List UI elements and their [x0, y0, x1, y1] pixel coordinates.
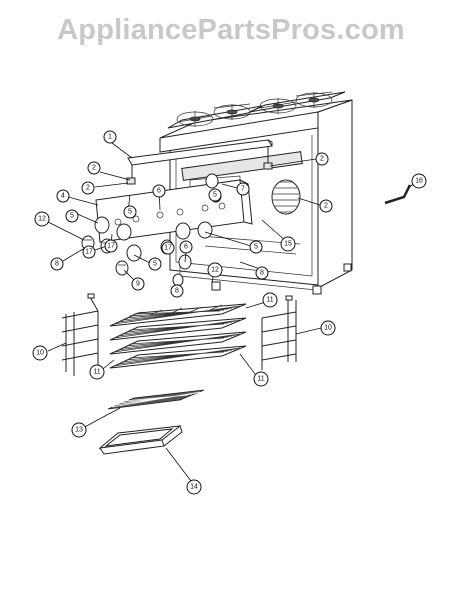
callout-16: 16 [411, 173, 427, 189]
callout-label: 11 [93, 369, 100, 376]
callout-6b: 6 [179, 240, 193, 254]
callout-label: 17 [164, 245, 172, 252]
callout-label: 15 [284, 241, 292, 248]
callout-label: 10 [324, 325, 332, 332]
callout-label: 8 [260, 270, 264, 277]
callout-11a: 11 [89, 364, 105, 380]
callout-label: 5 [70, 213, 74, 220]
callout-5e: 5 [148, 257, 162, 271]
convection-fan [271, 179, 301, 215]
oven-rack-3 [109, 331, 247, 355]
callout-label: 11 [266, 297, 273, 304]
callout-label: 2 [86, 185, 90, 192]
callout-8a: 8 [50, 257, 64, 271]
callout-label: 2 [324, 203, 328, 210]
callout-5d: 5 [249, 240, 263, 254]
callout-label: 16 [415, 178, 423, 185]
callout-label: 5 [128, 209, 132, 216]
callout-17b: 17 [104, 239, 118, 253]
callout-label: 9 [136, 281, 140, 288]
callout-10b: 10 [320, 320, 336, 336]
callout-label: 12 [38, 216, 46, 223]
callout-17c: 17 [161, 241, 175, 255]
callout-label: 8 [55, 261, 59, 268]
callout-13: 13 [71, 422, 87, 438]
rack-support-left [61, 293, 99, 376]
callout-2d: 2 [319, 199, 333, 213]
callout-label: 12 [211, 267, 219, 274]
callout-label: 2 [320, 156, 324, 163]
callout-label: 6 [157, 188, 161, 195]
callout-label: 5 [153, 261, 157, 268]
callout-label: 2 [92, 165, 96, 172]
callout-12a: 12 [34, 211, 50, 227]
callout-5c: 5 [208, 188, 222, 202]
callout-12b: 12 [207, 262, 223, 278]
watermark-text: AppliancePartsPros.com [57, 14, 405, 46]
callout-label: 14 [190, 484, 198, 491]
callout-9: 9 [131, 277, 145, 291]
callout-11b: 11 [253, 371, 269, 387]
callout-4: 4 [56, 189, 70, 203]
callout-1: 1 [103, 130, 117, 144]
callout-5b: 5 [123, 205, 137, 219]
callout-label: 6 [184, 244, 188, 251]
callout-label: 11 [257, 376, 264, 383]
callout-7: 7 [236, 182, 250, 196]
callout-label: 8 [175, 288, 179, 295]
burner-grate-right [249, 91, 346, 114]
rack-support-right [261, 295, 297, 370]
callout-label: 1 [108, 134, 112, 141]
callout-2a: 2 [87, 161, 101, 175]
callout-14: 14 [186, 479, 202, 495]
callout-label: 13 [75, 427, 83, 434]
oven-rack-2 [109, 317, 247, 341]
broiler-pan [98, 425, 183, 455]
callout-label: 17 [85, 249, 93, 256]
callout-11c: 11 [262, 292, 278, 308]
callout-8c: 8 [170, 284, 184, 298]
broiler-grid [107, 389, 205, 410]
range-body [159, 91, 353, 295]
callout-17a: 17 [82, 245, 96, 259]
callout-8b: 8 [255, 266, 269, 280]
callout-label: 5 [213, 192, 217, 199]
callout-label: 17 [107, 243, 115, 250]
callout-6a: 6 [152, 184, 166, 198]
oven-rack-4 [109, 345, 247, 369]
callout-5a: 5 [65, 209, 79, 223]
callout-label: 7 [241, 186, 245, 193]
callout-15: 15 [280, 236, 296, 252]
callout-2c: 2 [315, 152, 329, 166]
callout-label: 4 [61, 193, 65, 200]
callout-label: 10 [36, 350, 44, 357]
callout-label: 5 [254, 244, 258, 251]
part-16-bracket [384, 184, 412, 205]
callout-10a: 10 [32, 345, 48, 361]
callout-2b: 2 [81, 181, 95, 195]
oven-rack-1 [109, 303, 247, 327]
